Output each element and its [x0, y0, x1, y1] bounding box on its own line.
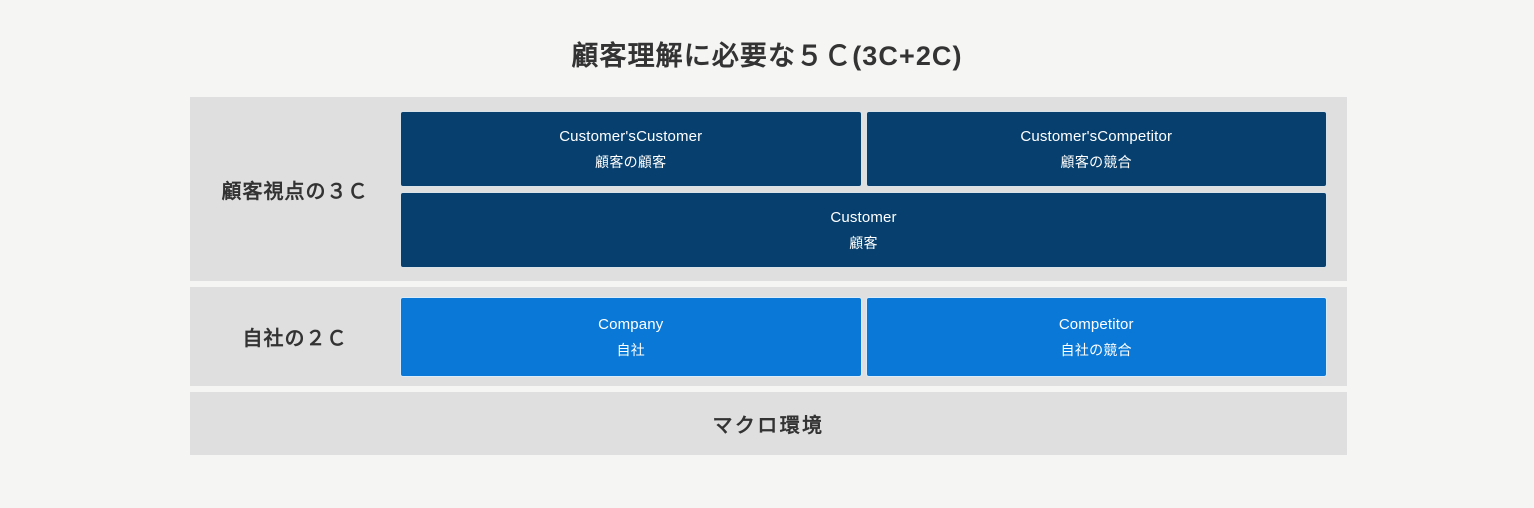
row-label-customer-3c: 顧客視点の３Ｃ — [221, 180, 369, 203]
box-customers-customer[interactable]: Customer'sCustomer 顧客の顧客 — [400, 110, 862, 187]
box-customers-customer-ja: 顧客の顧客 — [595, 153, 667, 170]
boxes-customer-3c: Customer'sCustomer 顧客の顧客 Customer'sCompe… — [400, 97, 1347, 281]
five-c-diagram: 顧客視点の３Ｃ Customer'sCustomer 顧客の顧客 Custome… — [190, 97, 1347, 455]
band-company-2c: 自社の２Ｃ Company 自社 Competitor 自社の競合 — [190, 287, 1347, 386]
box-customer-ja: 顧客 — [849, 234, 878, 251]
box-competitor[interactable]: Competitor 自社の競合 — [865, 296, 1327, 377]
box-customer-en: Customer — [830, 208, 897, 226]
box-competitor-ja: 自社の競合 — [1060, 341, 1132, 358]
box-row-top: Customer'sCustomer 顧客の顧客 Customer'sCompe… — [400, 110, 1327, 187]
box-company[interactable]: Company 自社 — [400, 296, 862, 377]
box-row-2c: Company 自社 Competitor 自社の競合 — [400, 296, 1327, 377]
box-customers-competitor-en: Customer'sCompetitor — [1020, 127, 1173, 145]
box-customers-competitor-ja: 顧客の競合 — [1060, 153, 1132, 170]
page-title: 顧客理解に必要な５Ｃ(3C+2C) — [571, 41, 963, 71]
boxes-company-2c: Company 自社 Competitor 自社の競合 — [400, 287, 1347, 386]
box-customers-competitor[interactable]: Customer'sCompetitor 顧客の競合 — [865, 110, 1327, 187]
row-label-company-2c: 自社の２Ｃ — [242, 328, 348, 350]
macro-environment-label: マクロ環境 — [712, 415, 825, 437]
band-macro-environment: マクロ環境 — [190, 392, 1347, 455]
box-company-ja: 自社 — [616, 341, 646, 358]
box-customers-customer-en: Customer'sCustomer — [559, 127, 703, 145]
band-customer-3c: 顧客視点の３Ｃ Customer'sCustomer 顧客の顧客 Custome… — [190, 97, 1347, 281]
box-competitor-en: Competitor — [1058, 315, 1134, 333]
box-customer[interactable]: Customer 顧客 — [400, 191, 1327, 268]
box-company-en: Company — [598, 315, 664, 333]
box-row-bottom: Customer 顧客 — [400, 191, 1327, 268]
